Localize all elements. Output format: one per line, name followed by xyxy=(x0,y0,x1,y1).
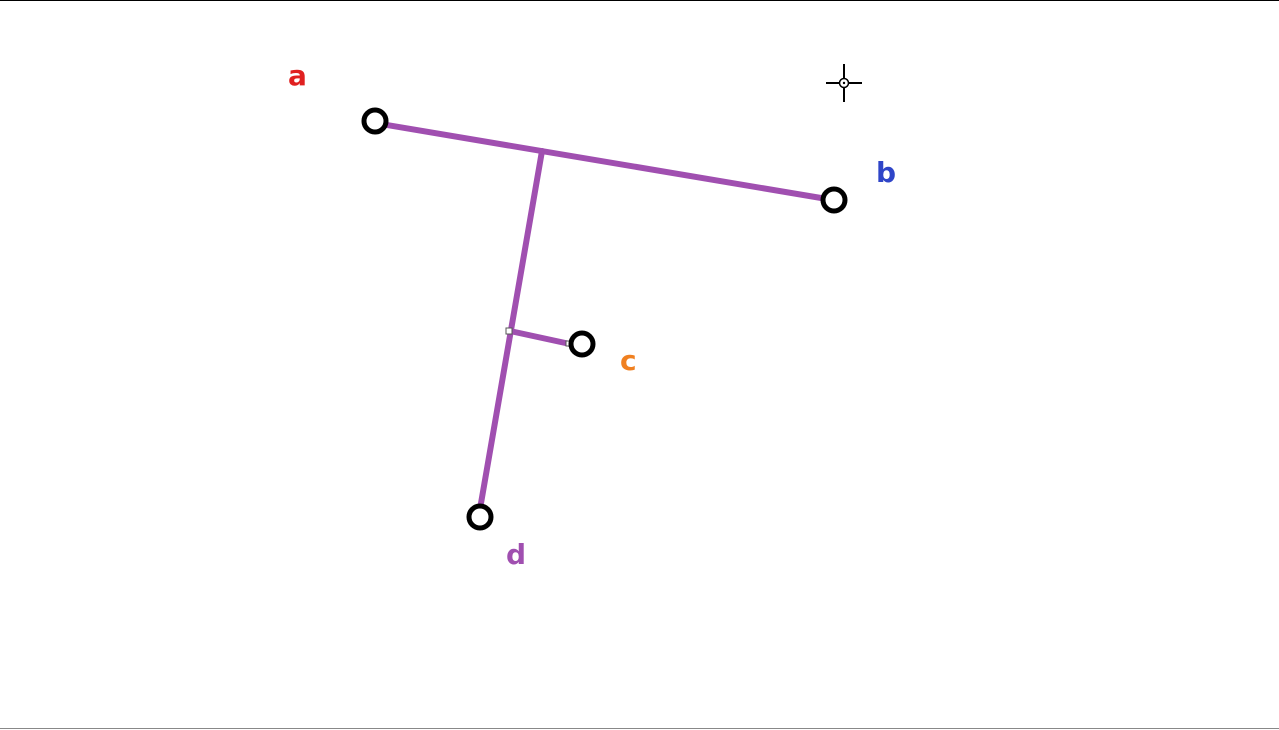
junction-handle[interactable] xyxy=(505,327,513,335)
node-c[interactable] xyxy=(568,330,596,358)
node-b[interactable] xyxy=(820,186,848,214)
node-a[interactable] xyxy=(361,107,389,135)
edge-a-b[interactable] xyxy=(372,120,836,203)
crosshair-cursor-icon xyxy=(826,64,862,102)
label-c: c xyxy=(620,344,637,377)
label-a: a xyxy=(288,59,307,92)
label-b: b xyxy=(876,156,896,189)
label-d: d xyxy=(506,538,526,571)
nodes-group xyxy=(361,107,848,531)
edges-group xyxy=(372,120,836,512)
edge-junction-c[interactable] xyxy=(507,328,573,347)
node-d[interactable] xyxy=(466,503,494,531)
